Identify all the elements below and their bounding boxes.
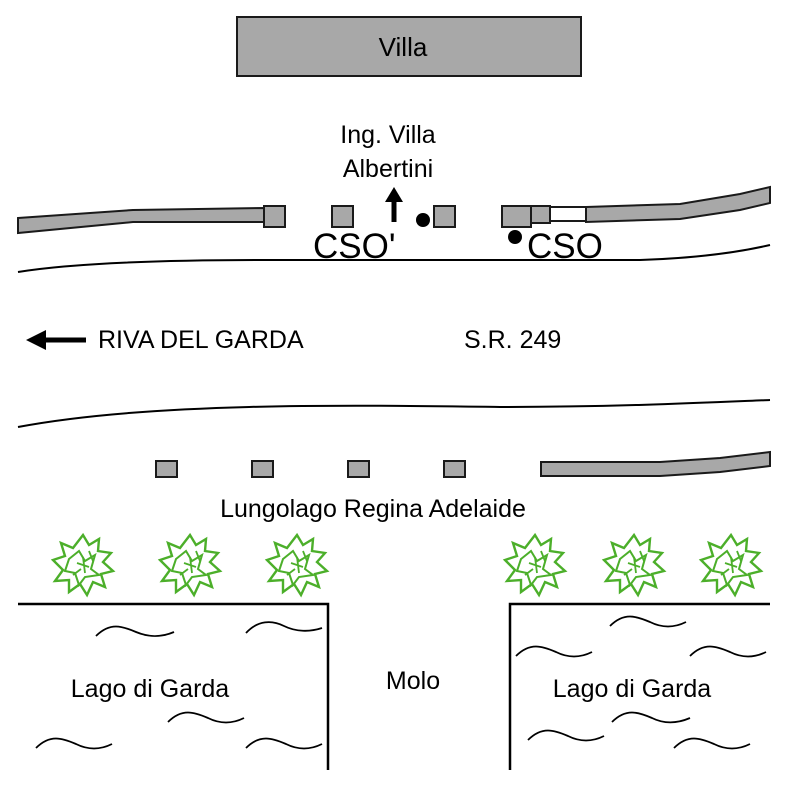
south-wall <box>540 450 771 477</box>
villa-building <box>236 16 582 77</box>
arrow-left-icon <box>26 330 86 350</box>
wave-icon <box>167 711 245 724</box>
bollard <box>347 460 370 478</box>
wave-icon <box>673 737 751 750</box>
manhole-dot-icon <box>416 213 430 227</box>
waves-left <box>35 621 323 750</box>
wave-icon <box>35 737 113 750</box>
pillar <box>530 205 551 224</box>
lake-left-label: Lago di Garda <box>71 675 230 703</box>
pillar <box>501 205 532 228</box>
promenade-label: Lungolago Regina Adelaide <box>220 495 526 523</box>
waves-right <box>515 615 767 750</box>
pier-label: Molo <box>386 667 440 695</box>
road-edge-south <box>17 399 771 428</box>
shoreline-left <box>18 602 330 770</box>
tree-icon <box>699 533 763 597</box>
wave-icon <box>611 711 691 724</box>
tree-icon <box>51 533 115 597</box>
gate-opening <box>549 206 587 222</box>
road-edge-north <box>17 244 771 273</box>
pillar <box>263 205 286 228</box>
tree-icon <box>265 533 329 597</box>
wave-icon <box>527 729 605 742</box>
bollard <box>443 460 466 478</box>
tree-icon <box>158 533 222 597</box>
bollard <box>251 460 274 478</box>
villa-label: Villa <box>379 32 428 62</box>
tree-icon <box>602 533 666 597</box>
bollard <box>155 460 178 478</box>
manhole-dot-icon <box>508 230 522 244</box>
wave-icon <box>95 625 175 638</box>
wave-icon <box>689 645 767 658</box>
pillar <box>331 205 354 228</box>
entrance-label-line1: Ing. Villa <box>340 121 436 149</box>
tree-icon <box>503 533 567 597</box>
riva-label: RIVA DEL GARDA <box>98 326 304 354</box>
arrow-up-icon <box>385 187 403 222</box>
wave-icon <box>245 621 323 634</box>
pillar <box>433 205 456 228</box>
north-wall-right <box>585 185 771 224</box>
road-label: S.R. 249 <box>464 326 561 354</box>
entrance-label-line2: Albertini <box>343 155 433 183</box>
wave-icon <box>609 615 687 628</box>
wave-icon <box>245 737 323 750</box>
shoreline-right <box>508 602 770 770</box>
wave-icon <box>515 645 593 658</box>
north-wall-left <box>17 206 266 235</box>
lake-right-label: Lago di Garda <box>553 675 712 703</box>
